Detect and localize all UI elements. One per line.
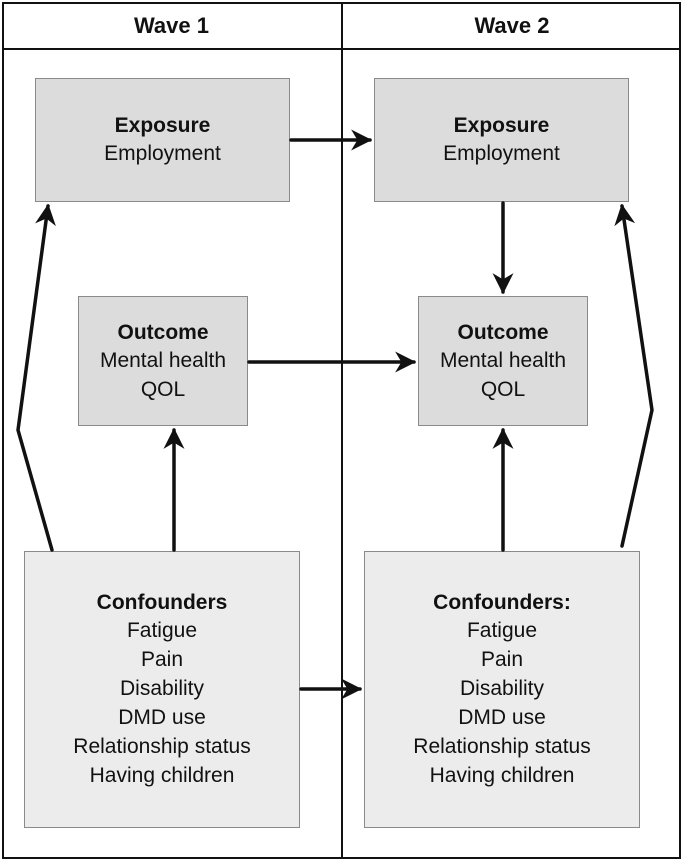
wave2-confounder-item: Fatigue [466,619,538,642]
wave2-outcome-box: Outcome Mental health QOL [418,296,588,426]
wave1-header: Wave 1 [133,13,209,38]
arrow-confounders-to-exposure-w1 [16,203,56,552]
wave1-outcome-line: QOL [140,377,186,401]
wave1-confounder-item: Disability [119,677,205,700]
wave2-confounder-item: Disability [459,677,545,700]
wave1-confounder-item: Having children [89,764,235,787]
wave2-confounder-item: Pain [480,648,524,671]
wave1-exposure-title: Exposure [114,114,211,137]
wave2-header: Wave 2 [474,13,550,38]
wave2-outcome-line: QOL [480,377,526,401]
header-divider [2,48,681,50]
wave-divider [341,2,343,859]
wave2-exposure-box: Exposure Employment [374,78,629,202]
wave1-confounders-box: Confounders Fatigue Pain Disability DMD … [24,551,300,828]
wave2-outcome-title: Outcome [457,320,549,344]
wave1-outcome-title: Outcome [117,320,209,344]
wave2-outcome-line: Mental health [439,348,567,372]
wave2-exposure-title: Exposure [453,114,550,137]
wave1-confounders-title: Confounders [96,591,228,614]
wave2-exposure-line: Employment [443,142,560,165]
wave2-confounders-title: Confounders: [433,591,571,614]
wave2-confounder-item: DMD use [458,706,546,729]
wave1-exposure-line: Employment [104,142,221,165]
wave1-outcome-line: Mental health [99,348,227,372]
wave2-confounder-item: Relationship status [413,735,591,758]
arrow-confounders-to-exposure-w2 [614,203,654,548]
wave1-confounder-item: Pain [140,648,184,671]
wave1-outcome-box: Outcome Mental health QOL [78,296,248,426]
wave2-confounder-item: Having children [429,764,575,787]
wave1-confounder-item: Relationship status [73,735,251,758]
wave1-confounder-item: DMD use [118,706,206,729]
wave2-confounders-box: Confounders: Fatigue Pain Disability DMD… [364,551,640,828]
wave1-exposure-box: Exposure Employment [35,78,290,202]
wave1-confounder-item: Fatigue [126,619,198,642]
